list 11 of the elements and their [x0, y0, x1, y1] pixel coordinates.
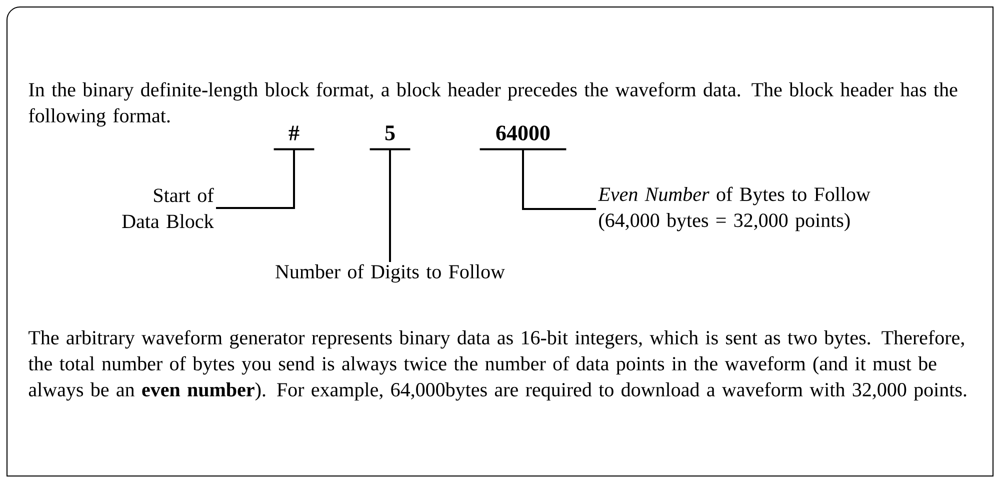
- leader-line: [216, 149, 295, 209]
- field-label: Number of Digits to Follow: [276, 264, 505, 283]
- field-label: Even Number of Bytes to Follow (64,000 bytes = 32,000 points): [598, 186, 870, 232]
- field-label: Start of Data Block: [122, 188, 214, 228]
- field-value: 5: [370, 126, 410, 150]
- paragraph: The arbitrary waveform generator represents binary data as 16-bit integers, which is sent as two bytes. Therefore, the total number of bytes you send is always twice the number of data points in the waveform (and it must be always be an even number). For example, 64,000bytes are required to download a waveform with 32,000 points.: [28, 330, 966, 401]
- leader-line: [389, 149, 391, 262]
- leader-line: [522, 149, 596, 210]
- field-value: 64000: [480, 126, 566, 150]
- paragraph: In the binary definite-length block format, a block header precedes the waveform data. The block header has the following format.: [28, 82, 958, 127]
- field-value: #: [274, 126, 314, 150]
